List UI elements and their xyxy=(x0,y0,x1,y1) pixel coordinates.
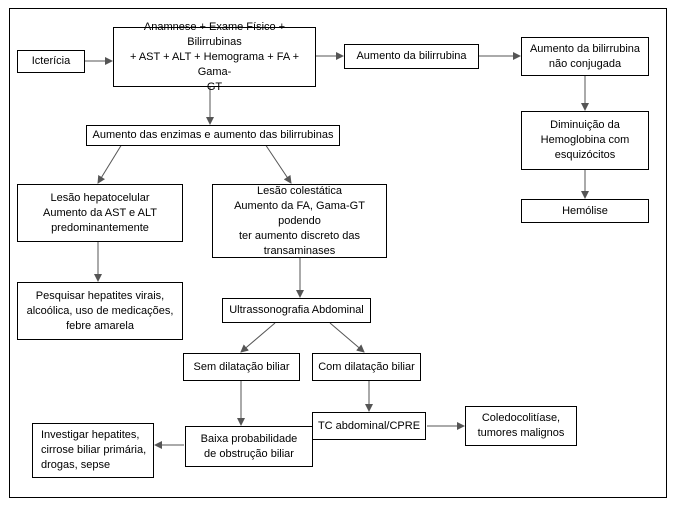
edge-ultrassonografia-com-dilatacao xyxy=(329,322,365,353)
edge-ultrassonografia-sem-dilatacao xyxy=(240,322,276,353)
edge-enzimas-hepatocelular xyxy=(97,143,123,184)
node-aumento-bilirrubina: Aumento da bilirrubina xyxy=(344,44,479,69)
node-diminuicao-hemoglobina: Diminuição da Hemoglobina com esquizócit… xyxy=(521,111,649,170)
node-anamnese-exames: Anamnese + Exame Físico + Bilirrubinas +… xyxy=(113,21,316,93)
node-ultrassonografia-abdominal: Ultrassonografia Abdominal xyxy=(222,298,371,323)
node-investigar-hepatites: Investigar hepatites, cirrose biliar pri… xyxy=(32,423,154,478)
node-baixa-probabilidade: Baixa probabilidade de obstrução biliar xyxy=(185,426,313,467)
node-tc-abdominal-cpre: TC abdominal/CPRE xyxy=(312,412,426,440)
node-aumento-enzimas-bilirrubinas: Aumento das enzimas e aumento das bilirr… xyxy=(86,125,340,146)
node-lesao-hepatocelular: Lesão hepatocelular Aumento da AST e ALT… xyxy=(17,184,183,242)
node-com-dilatacao-biliar: Com dilatação biliar xyxy=(312,353,421,381)
node-lesao-colestatica: Lesão colestática Aumento da FA, Gama-GT… xyxy=(212,184,387,258)
edge-enzimas-colestatica xyxy=(264,143,292,184)
node-ictericia: Icterícia xyxy=(17,50,85,73)
node-pesquisar-hepatites: Pesquisar hepatites virais, alcoólica, u… xyxy=(17,282,183,340)
node-sem-dilatacao-biliar: Sem dilatação biliar xyxy=(183,353,300,381)
node-hemolise: Hemólise xyxy=(521,199,649,223)
node-bilirrubina-nao-conjugada: Aumento da bilirrubina não conjugada xyxy=(521,37,649,76)
node-coledocolitiase: Coledocolitíase, tumores malignos xyxy=(465,406,577,446)
